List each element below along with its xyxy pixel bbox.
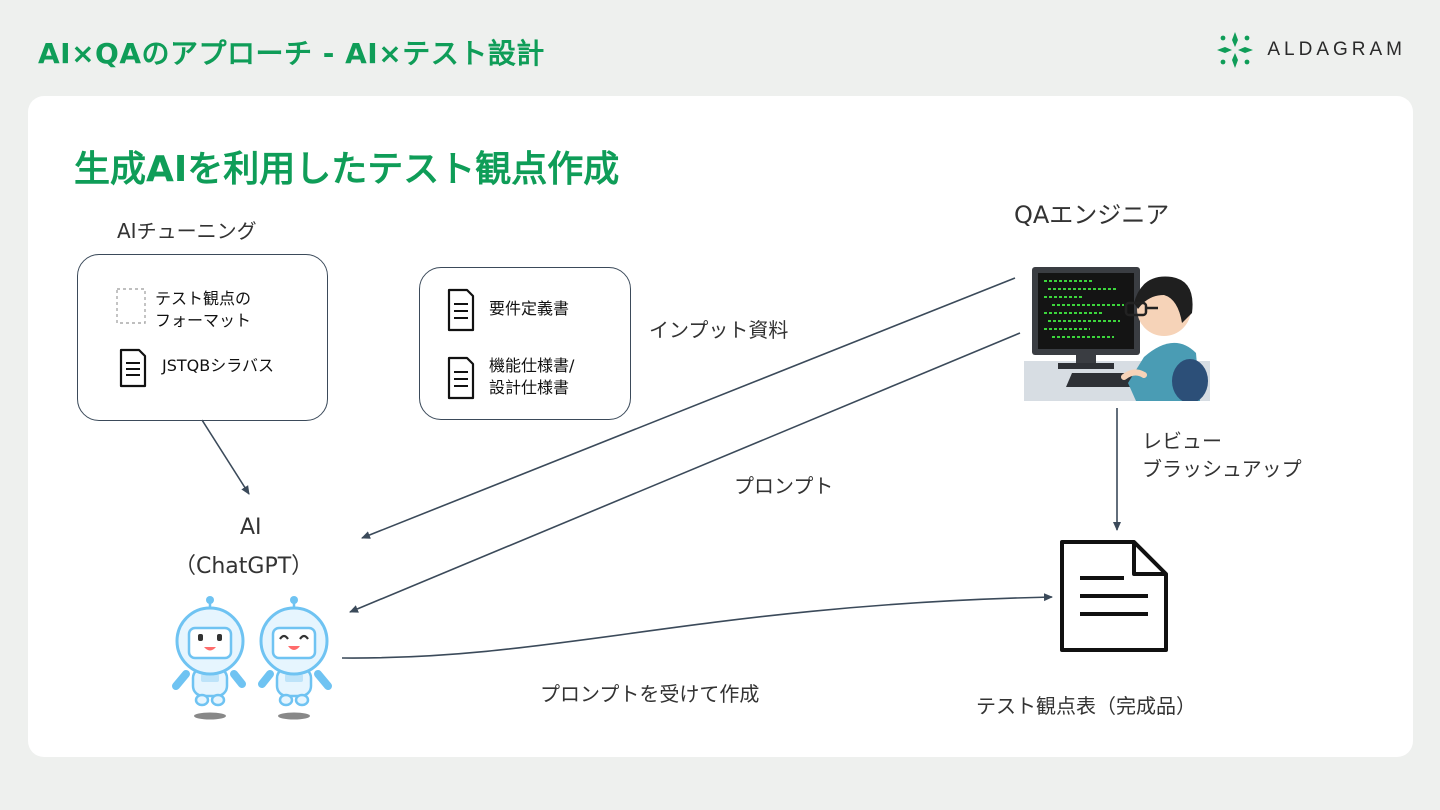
input-docs-arrow <box>361 277 1016 539</box>
document-icon <box>447 288 475 332</box>
create-arrow <box>341 593 1053 659</box>
logo-text: ALDAGRAM <box>1267 39 1406 60</box>
brushup-label: ブラッシュアップ <box>1142 457 1302 481</box>
robot-icon <box>258 596 332 720</box>
ai-model-label: （ChatGPT） <box>174 554 314 579</box>
tuning-box <box>77 254 328 421</box>
prompt-label: プロンプト <box>734 474 834 498</box>
test-viewpoint-document-icon <box>1060 540 1168 652</box>
tuning-to-ai-arrow <box>201 419 250 495</box>
input-item-specs: 機能仕様書/ 設計仕様書 <box>489 356 575 397</box>
document-icon <box>447 356 475 400</box>
aldagram-logo: ALDAGRAM <box>1215 30 1406 70</box>
tuning-item-syllabus: JSTQBシラバス <box>162 356 275 375</box>
document-icon <box>119 348 147 388</box>
prompt-arrow <box>349 332 1021 613</box>
create-label: プロンプトを受けて作成 <box>540 682 760 706</box>
tuning-heading: AIチューニング <box>117 219 257 243</box>
result-label: テスト観点表（完成品） <box>976 694 1196 718</box>
input-item-requirements: 要件定義書 <box>489 299 570 318</box>
slide-title: 生成AIを利用したテスト観点作成 <box>74 149 620 190</box>
tuning-item-format: テスト観点の フォーマット <box>155 289 252 330</box>
qa-engineer-label: QAエンジニア <box>1014 201 1170 229</box>
engineer-at-computer-icon <box>1024 267 1210 401</box>
robot-icon <box>172 596 246 720</box>
content-card <box>28 96 1413 757</box>
placeholder-document-icon <box>116 288 146 324</box>
header-title: AI×QAのアプローチ - AI×テスト設計 <box>38 37 545 70</box>
ai-label: AI <box>240 515 262 540</box>
input-docs-label: インプット資料 <box>649 318 789 342</box>
review-label: レビュー <box>1142 429 1222 453</box>
aldagram-leaf-icon <box>1217 32 1254 68</box>
